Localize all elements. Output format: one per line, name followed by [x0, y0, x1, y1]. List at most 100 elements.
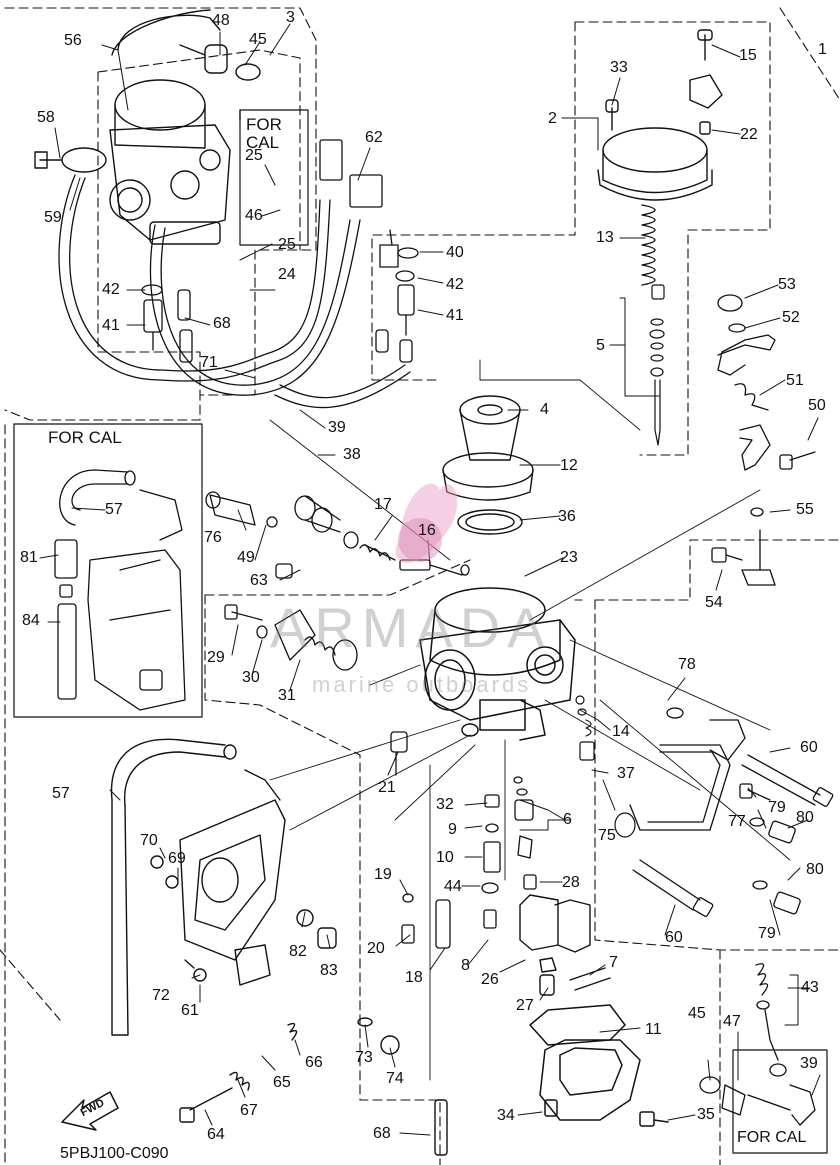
callout-78: 78 [678, 656, 696, 673]
callout-45-bottom: 45 [688, 1005, 706, 1022]
callout-49: 49 [237, 549, 255, 566]
callout-69: 69 [168, 850, 186, 867]
callout-10: 10 [436, 849, 454, 866]
carb-top-cover [597, 29, 723, 286]
callout-42-left: 42 [102, 281, 120, 298]
callout-60-lower: 60 [665, 929, 683, 946]
valve-parts-40-42 [141, 247, 419, 363]
callout-15: 15 [739, 47, 757, 64]
callout-80-lower: 80 [806, 861, 824, 878]
group-outlines [0, 7, 840, 1165]
watermark-brand: ARMADA [270, 596, 552, 659]
callout-68-bottom: 68 [373, 1125, 391, 1142]
connector-parts [319, 139, 413, 363]
callout-57-lower: 57 [52, 785, 70, 802]
callout-34: 34 [497, 1107, 515, 1124]
float [519, 894, 611, 996]
callout-80: 80 [796, 809, 814, 826]
callout-45: 45 [249, 31, 267, 48]
diagram-code: 5PBJ100-C090 [60, 1145, 169, 1162]
callout-3: 3 [286, 9, 295, 26]
callout-29: 29 [207, 649, 225, 666]
piston-diaphragm [442, 395, 534, 535]
callout-23: 23 [560, 549, 578, 566]
callout-38: 38 [343, 446, 361, 463]
callout-1: 1 [818, 41, 827, 58]
callout-41: 41 [446, 307, 464, 324]
callout-14: 14 [612, 723, 630, 740]
callout-74: 74 [386, 1070, 404, 1087]
callout-81: 81 [20, 549, 38, 566]
callout-65: 65 [273, 1074, 291, 1091]
carburetor-assembly [34, 9, 261, 245]
callout-75: 75 [598, 827, 616, 844]
callout-4: 4 [540, 401, 549, 418]
callout-68: 68 [213, 315, 231, 332]
callout-12: 12 [560, 457, 578, 474]
callout-55: 55 [796, 501, 814, 518]
inset-title-cal-left: FOR CAL [48, 428, 122, 447]
callout-66: 66 [305, 1054, 323, 1071]
inset-box-cal-left [13, 423, 203, 718]
throttle-lever-parts [711, 294, 816, 586]
callout-62: 62 [365, 129, 383, 146]
callout-2: 2 [548, 110, 557, 127]
callout-30: 30 [242, 669, 260, 686]
callout-26: 26 [481, 971, 499, 988]
callout-58: 58 [37, 109, 55, 126]
callout-71: 71 [200, 354, 218, 371]
linkage-rod [629, 707, 746, 831]
callout-25-lower: 25 [278, 236, 296, 253]
inset-box-cal-bottom [732, 1049, 828, 1154]
callout-51: 51 [786, 372, 804, 389]
callout-44: 44 [444, 878, 462, 895]
callout-56: 56 [64, 32, 82, 49]
float-bowl [529, 1004, 669, 1127]
callout-21: 21 [378, 779, 396, 796]
callout-59: 59 [44, 209, 62, 226]
callout-41-left: 41 [102, 317, 120, 334]
callout-19: 19 [374, 866, 392, 883]
callout-39: 39 [328, 419, 346, 436]
fwd-arrow [61, 1091, 119, 1131]
callout-64: 64 [207, 1126, 225, 1143]
callout-39-cal: 39 [800, 1055, 818, 1072]
callout-84: 84 [22, 612, 40, 629]
callout-35: 35 [697, 1106, 715, 1123]
callout-36: 36 [558, 508, 576, 525]
pilot-screw-parts [205, 491, 470, 576]
callout-52: 52 [782, 309, 800, 326]
hoses-upper [58, 109, 411, 409]
watermark-logo: ARMADA [270, 595, 552, 660]
callout-16: 16 [418, 522, 436, 539]
callout-76: 76 [204, 529, 222, 546]
callout-79-lower: 79 [758, 925, 776, 942]
inset-box-cal-small [239, 109, 309, 246]
callout-47: 47 [723, 1013, 741, 1030]
callout-20: 20 [367, 940, 385, 957]
callout-54: 54 [705, 594, 723, 611]
callout-25: 25 [245, 147, 263, 164]
inset-title-cal-bottom: FOR CAL [737, 1129, 807, 1146]
callout-43: 43 [801, 979, 819, 996]
callout-48: 48 [212, 12, 230, 29]
jet-needle-parts [649, 284, 665, 446]
misc-small-parts [575, 695, 636, 838]
callout-22: 22 [740, 126, 758, 143]
watermark-tagline-box: marine outboards [312, 672, 531, 698]
callout-70: 70 [140, 832, 158, 849]
callout-57: 57 [105, 501, 123, 518]
enrichener-parts [699, 963, 816, 1126]
callout-18: 18 [405, 969, 423, 986]
callout-24: 24 [278, 266, 296, 283]
watermark-tagline: marine outboards [312, 672, 532, 697]
callout-83: 83 [320, 962, 338, 979]
bolts [632, 754, 834, 917]
callout-61: 61 [181, 1002, 199, 1019]
carb-main-body [419, 587, 576, 741]
callout-67: 67 [240, 1102, 258, 1119]
callout-6: 6 [563, 811, 572, 828]
bracket-assembly [110, 738, 448, 1156]
callout-77: 77 [728, 813, 746, 830]
callout-11: 11 [645, 1021, 662, 1038]
